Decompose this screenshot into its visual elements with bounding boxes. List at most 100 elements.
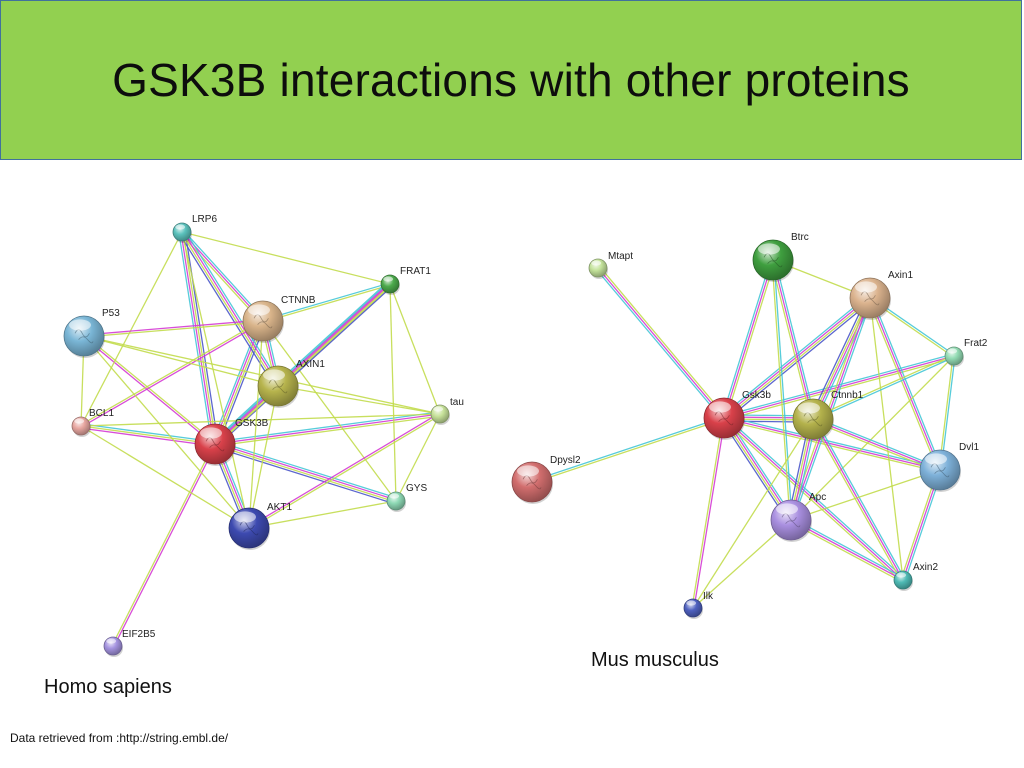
node-axin2[interactable]: Axin2 [893,562,938,591]
node-highlight [433,406,444,412]
edge-lrp6-frat1 [181,231,391,285]
edge-ctnnb-p53 [83,319,264,338]
node-ilk[interactable]: Ilk [683,591,714,619]
node-highlight [925,453,947,465]
node-axin1[interactable]: AXIN1 [257,359,325,408]
node-highlight [389,493,400,499]
edge-line-magenta [869,297,941,471]
node-highlight [106,638,117,644]
edge-line-yellow [812,354,954,419]
edge-axin1-axin2 [869,297,904,581]
node-lrp6[interactable]: LRP6 [172,214,217,243]
edge-line-yellow [80,319,263,426]
node-gys[interactable]: GYS [386,483,427,512]
node-highlight [758,243,780,255]
node-bcl1[interactable]: BCL1 [71,408,114,437]
node-highlight [896,572,907,578]
node-highlight [74,418,85,424]
edge-line-cyan [595,268,723,420]
edge-axin1-tau [277,385,441,415]
node-ctnnb1[interactable]: Ctnnb1 [792,390,864,441]
edges [531,259,956,609]
node-dpysl2[interactable]: Dpysl2 [511,455,581,504]
edge-frat2-ctnnb1 [812,354,955,421]
node-frat2[interactable]: Frat2 [944,338,988,367]
edge-line-magenta [693,418,726,609]
node-gsk3b[interactable]: GSK3B [194,418,269,466]
edge-line-magenta [82,336,215,446]
edge-gsk3b-gys [213,440,398,505]
node-gsk3b[interactable]: Gsk3b [703,390,771,440]
edge-line-magenta [790,519,904,581]
edge-line-yellow [790,355,955,521]
edge-line-yellow [771,260,791,521]
edge-line-magenta [113,444,217,647]
edge-line-yellow [790,469,941,521]
edge-line-yellow [389,283,397,502]
edge-line-yellow [532,418,725,484]
edge-line-cyan [724,415,905,579]
data-source-note: Data retrieved from :http://string.embl.… [10,731,229,745]
edge-gsk3b-p53 [82,334,217,446]
node-label: Dpysl2 [550,455,581,466]
edge-p53-akt1 [83,335,250,529]
edge-line-magenta [723,417,904,581]
node-highlight [855,281,877,293]
edge-ctnnb1-ilk [692,418,814,609]
edge-line-yellow [867,298,939,472]
mus-musculus-caption: Mus musculus [591,649,719,671]
edge-line-yellow [80,231,183,427]
node-label: EIF2B5 [122,629,156,640]
node-label: Gsk3b [742,390,771,401]
edge-frat2-apc [790,355,955,521]
edge-line-yellow [722,419,903,583]
node-label: GYS [406,483,427,494]
node-highlight [234,511,256,523]
node-label: Apc [809,492,826,503]
edge-gsk3b-eif2b5 [111,443,217,647]
node-ctnnb[interactable]: CTNNB [242,295,316,343]
node-apc[interactable]: Apc [770,492,826,542]
node-p53[interactable]: P53 [63,308,120,358]
edge-line-cyan [774,259,816,419]
edge-line-yellow [263,284,391,323]
edge-line-magenta [182,231,280,386]
node-mtapt[interactable]: Mtapt [588,251,633,279]
edge-line-yellow [83,335,279,387]
node-highlight [798,402,820,414]
node-label: AKT1 [267,502,292,513]
edge-ctnnb1-dvl1 [811,416,942,473]
edge-ctnnb-bcl1 [80,319,264,428]
node-tau[interactable]: tau [430,397,464,425]
node-highlight [686,600,697,606]
edge-line-blue [279,285,393,389]
edge-ctnnb1-axin2 [810,417,906,582]
node-axin1[interactable]: Axin1 [849,270,913,320]
edge-line-magenta [180,232,215,445]
node-highlight [776,503,798,515]
edge-lrp6-axin1 [178,229,282,389]
edge-line-magenta [812,418,941,471]
edge-bcl1-akt1 [80,425,250,529]
edge-akt1-tau [248,412,441,530]
edge-line-yellow [215,415,441,447]
edge-gsk3b-dpysl2 [531,416,725,484]
node-frat1[interactable]: FRAT1 [380,266,431,295]
node-btrc[interactable]: Btrc [752,232,809,282]
edge-line-yellow [692,418,814,609]
edge-gsk3b-axin2 [722,415,905,583]
edge-line-yellow [181,231,250,529]
edge-line-yellow [248,500,397,529]
edge-line-blue [184,231,219,444]
node-dvl1[interactable]: Dvl1 [919,442,979,492]
node-highlight [175,224,186,230]
node-akt1[interactable]: AKT1 [228,502,292,550]
node-label: BCL1 [89,408,114,419]
edge-line-yellow [810,419,902,582]
node-eif2b5[interactable]: EIF2B5 [103,629,156,657]
edge-line-blue [809,296,868,418]
edge-line-cyan [813,356,955,421]
